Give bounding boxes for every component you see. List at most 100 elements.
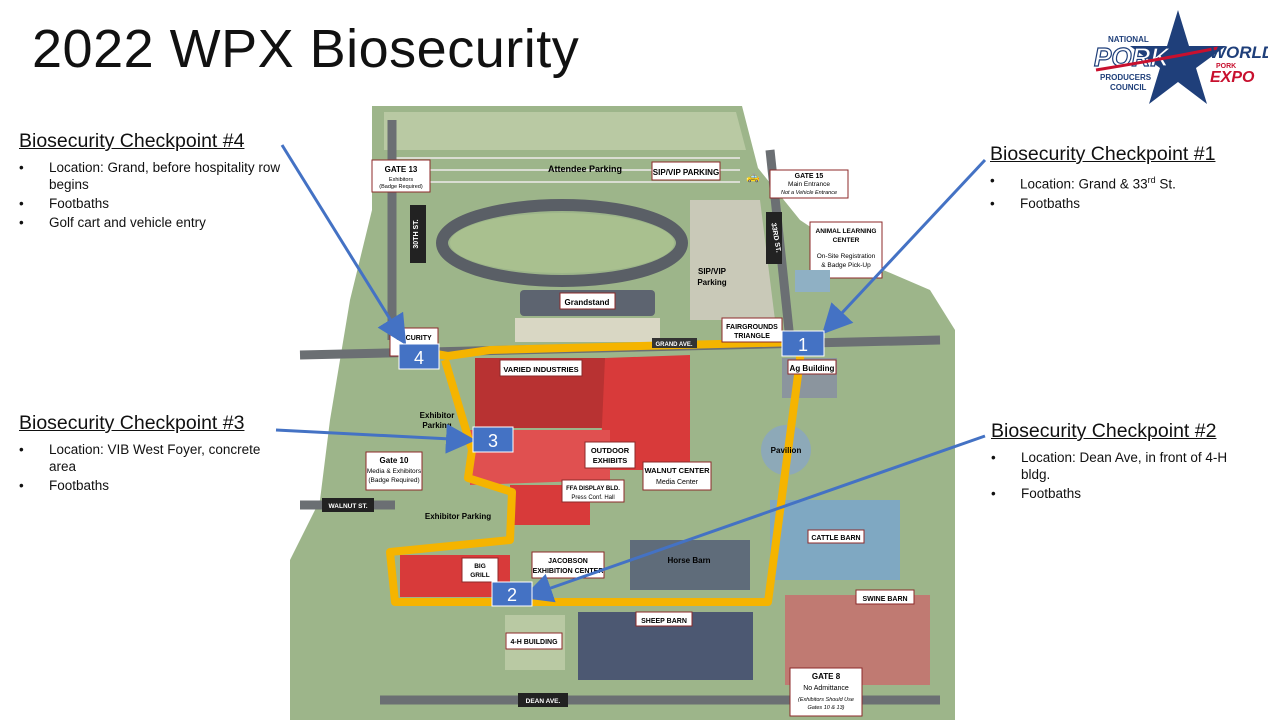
- checkpoint-marker-1: 1: [781, 330, 825, 357]
- gate8-sub3: Gates 10 & 13): [808, 705, 845, 711]
- attendee-parking-area: [395, 157, 740, 183]
- checkpoint-marker-3: 3: [472, 426, 514, 453]
- checkpoint-3-bullet-footbaths: Footbaths: [19, 477, 281, 494]
- sip-vip-lot-label-1: SIP/VIP: [698, 267, 727, 276]
- gate10-sub2: (Badge Required): [368, 477, 419, 484]
- alc-label-4: & Badge Pick-Up: [821, 262, 871, 269]
- outdoor-label-1: OUTDOOR: [591, 446, 630, 455]
- label-gate13: [371, 159, 431, 193]
- media-center-label: Media Center: [656, 479, 699, 486]
- outdoor-label-2: EXHIBITS: [593, 456, 628, 465]
- logo-national: NATIONAL: [1108, 35, 1149, 44]
- ffa-area: [510, 485, 590, 525]
- 30th-st-label: 30TH ST.: [413, 219, 420, 248]
- vib-west-area: [470, 430, 610, 485]
- grandstand-label: Grandstand: [565, 298, 610, 307]
- checkpoint-4-block: Biosecurity Checkpoint #4 Location: Gran…: [19, 130, 281, 233]
- gate10-label: Gate 10: [380, 456, 409, 465]
- checkpoint-4-bullet-entry: Golf cart and vehicle entry: [19, 214, 281, 231]
- gate13-sub1: Exhibitors: [389, 177, 413, 183]
- fairgrounds-label-2: TRIANGLE: [734, 333, 770, 340]
- roads: [299, 120, 941, 705]
- pavilion-label: Pavilion: [771, 446, 802, 455]
- checkpoint-2-bullet-location: Location: Dean Ave, in front of 4-H bldg…: [991, 449, 1253, 483]
- dean-ave-label: DEAN AVE.: [526, 698, 561, 705]
- car-icon: 🚕: [746, 171, 760, 183]
- jacobson-area: [400, 555, 510, 597]
- sheep-barn-label: SHEEP BARN: [641, 618, 687, 625]
- logo-world: WORLD: [1210, 43, 1268, 62]
- checkpoint-2-bullet-footbaths: Footbaths: [991, 485, 1253, 502]
- wpx-logo: NATIONAL PORK PRODUCERS COUNCIL WORLD PO…: [1093, 10, 1268, 104]
- gate8-label: GATE 8: [812, 672, 841, 681]
- marker-1-label: 1: [798, 335, 808, 355]
- arrow-checkpoint-3: [275, 423, 476, 454]
- race-track: [436, 199, 688, 287]
- walnut-st-label: WALNUT ST.: [329, 503, 368, 510]
- marker-4-label: 4: [414, 348, 424, 368]
- outdoor-exhibits-area: [600, 355, 690, 470]
- gate10-sub1: Media & Exhibitors: [367, 468, 422, 475]
- map-upper-grass: [384, 112, 746, 150]
- big-grill-label-2: GRILL: [470, 572, 490, 579]
- checkpoint-1-block: Biosecurity Checkpoint #1 Location: Gran…: [990, 143, 1260, 214]
- checkpoint-4-bullet-footbaths: Footbaths: [19, 195, 281, 212]
- swine-barn-label: SWINE BARN: [862, 596, 907, 603]
- varied-industries-label: VARIED INDUSTRIES: [503, 365, 578, 374]
- checkpoint-1-location-text: Location: Grand & 33: [1020, 176, 1148, 192]
- jacobson-label-2: EXHIBITION CENTER: [533, 568, 604, 575]
- arrow-checkpoint-1: [821, 158, 987, 335]
- checkpoint-marker-2: 2: [491, 581, 533, 607]
- ffa-label-2: Press Conf. Hall: [571, 495, 614, 501]
- four-h-building: [505, 615, 565, 670]
- logo-pork-small: PORK: [1216, 63, 1236, 70]
- cattle-barn-label: CATTLE BARN: [811, 535, 860, 542]
- gate13-label: GATE 13: [385, 165, 418, 174]
- exhibitor-parking-2: Exhibitor Parking: [425, 512, 491, 521]
- exhibitor-parking-1a: Exhibitor: [420, 411, 455, 420]
- logo-swoosh: [1095, 46, 1219, 72]
- marker-3-label: 3: [488, 431, 498, 451]
- checkpoint-marker-4: 4: [398, 343, 440, 370]
- varied-industries-building: [475, 358, 605, 428]
- checkpoint-2-heading: Biosecurity Checkpoint #2: [991, 420, 1217, 442]
- sip-vip-parking-label: SIP/VIP PARKING: [653, 168, 719, 177]
- slide-title: 2022 WPX Biosecurity: [32, 19, 580, 79]
- cattle-barn: [770, 500, 900, 580]
- checkpoint-2-block: Biosecurity Checkpoint #2 Location: Dean…: [991, 420, 1253, 504]
- gate8-sub1: No Admittance: [803, 685, 849, 692]
- callout-arrows: [275, 144, 987, 603]
- gate13-sub2: (Badge Required): [379, 184, 423, 190]
- big-grill-label-1: BIG: [474, 563, 486, 570]
- alc-label-3: On-Site Registration: [817, 253, 876, 260]
- sip-vip-lot: [690, 200, 775, 320]
- swine-barn: [785, 595, 930, 685]
- checkpoint-3-bullet-location: Location: VIB West Foyer, concrete area: [19, 441, 281, 475]
- alc-label-1: ANIMAL LEARNING: [816, 228, 877, 235]
- arrow-checkpoint-2: [522, 434, 986, 603]
- pavilion-dome: [761, 425, 811, 475]
- gate15-sub1: Main Entrance: [788, 181, 830, 188]
- marker-2-label: 2: [507, 585, 517, 605]
- sip-vip-lot-label-2: Parking: [697, 278, 726, 287]
- fairgrounds-label-1: FAIRGROUNDS: [726, 324, 778, 331]
- arrow-checkpoint-4: [280, 144, 407, 346]
- checkpoint-1-heading: Biosecurity Checkpoint #1: [990, 143, 1216, 165]
- ag-building: [782, 358, 837, 398]
- logo-producers: PRODUCERS: [1100, 73, 1152, 82]
- ag-building-label: Ag Building: [790, 364, 835, 373]
- checkpoint-3-heading: Biosecurity Checkpoint #3: [19, 412, 245, 434]
- gate15-label: GATE 15: [795, 173, 824, 180]
- biosecurity-route: [386, 338, 804, 606]
- attendee-parking-label: Attendee Parking: [548, 164, 622, 174]
- jacobson-label-1: JACOBSON: [548, 558, 588, 565]
- checkpoint-1-location-suffix: St.: [1155, 176, 1176, 192]
- checkpoint-4-bullet-location: Location: Grand, before hospitality row …: [19, 159, 281, 193]
- grand-ave-label: GRAND AVE.: [655, 342, 692, 348]
- animal-learning-center: [795, 270, 830, 292]
- exhibitor-parking-1b: Parking: [422, 421, 451, 430]
- 33rd-st-label: 33RD ST.: [769, 222, 781, 253]
- alc-label-2: CENTER: [833, 237, 860, 244]
- checkpoint-1-location-sup: rd: [1147, 175, 1156, 185]
